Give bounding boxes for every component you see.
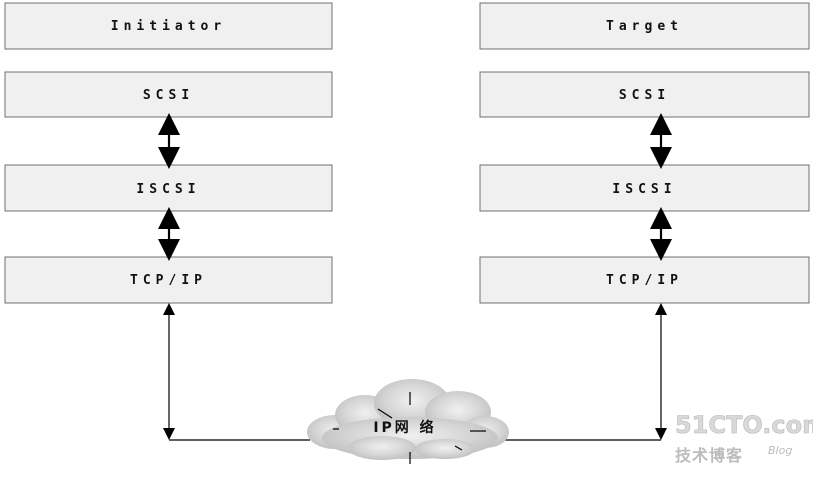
right-scsi-label: SCSI <box>619 88 670 103</box>
watermark-subtitle: 技术博客 <box>675 446 743 465</box>
right-scsi-box <box>479 71 810 118</box>
initiator-box <box>4 2 333 50</box>
ip-network-label: IP网 络 <box>373 419 436 436</box>
left-tcpip-label: TCP/IP <box>130 273 207 288</box>
right-iscsi-box <box>479 164 810 212</box>
watermark-logo: 51CTO.com 技术博客 Blog <box>675 411 813 465</box>
initiator-stack: Initiator SCSI ISCSI TCP/IP <box>4 2 333 304</box>
target-box <box>479 2 810 50</box>
cloud-icon <box>307 379 509 464</box>
watermark-blog: Blog <box>768 444 792 457</box>
left-iscsi-box <box>4 164 333 212</box>
right-tcpip-label: TCP/IP <box>606 273 683 288</box>
left-scsi-label: SCSI <box>143 88 194 103</box>
right-tcpip-box <box>479 256 810 304</box>
right-iscsi-label: ISCSI <box>612 182 676 197</box>
initiator-label: Initiator <box>111 19 226 34</box>
target-label: Target <box>606 19 683 34</box>
watermark-main: 51CTO.com <box>675 411 813 439</box>
left-iscsi-label: ISCSI <box>136 182 200 197</box>
target-stack: Target SCSI ISCSI TCP/IP <box>479 2 810 304</box>
